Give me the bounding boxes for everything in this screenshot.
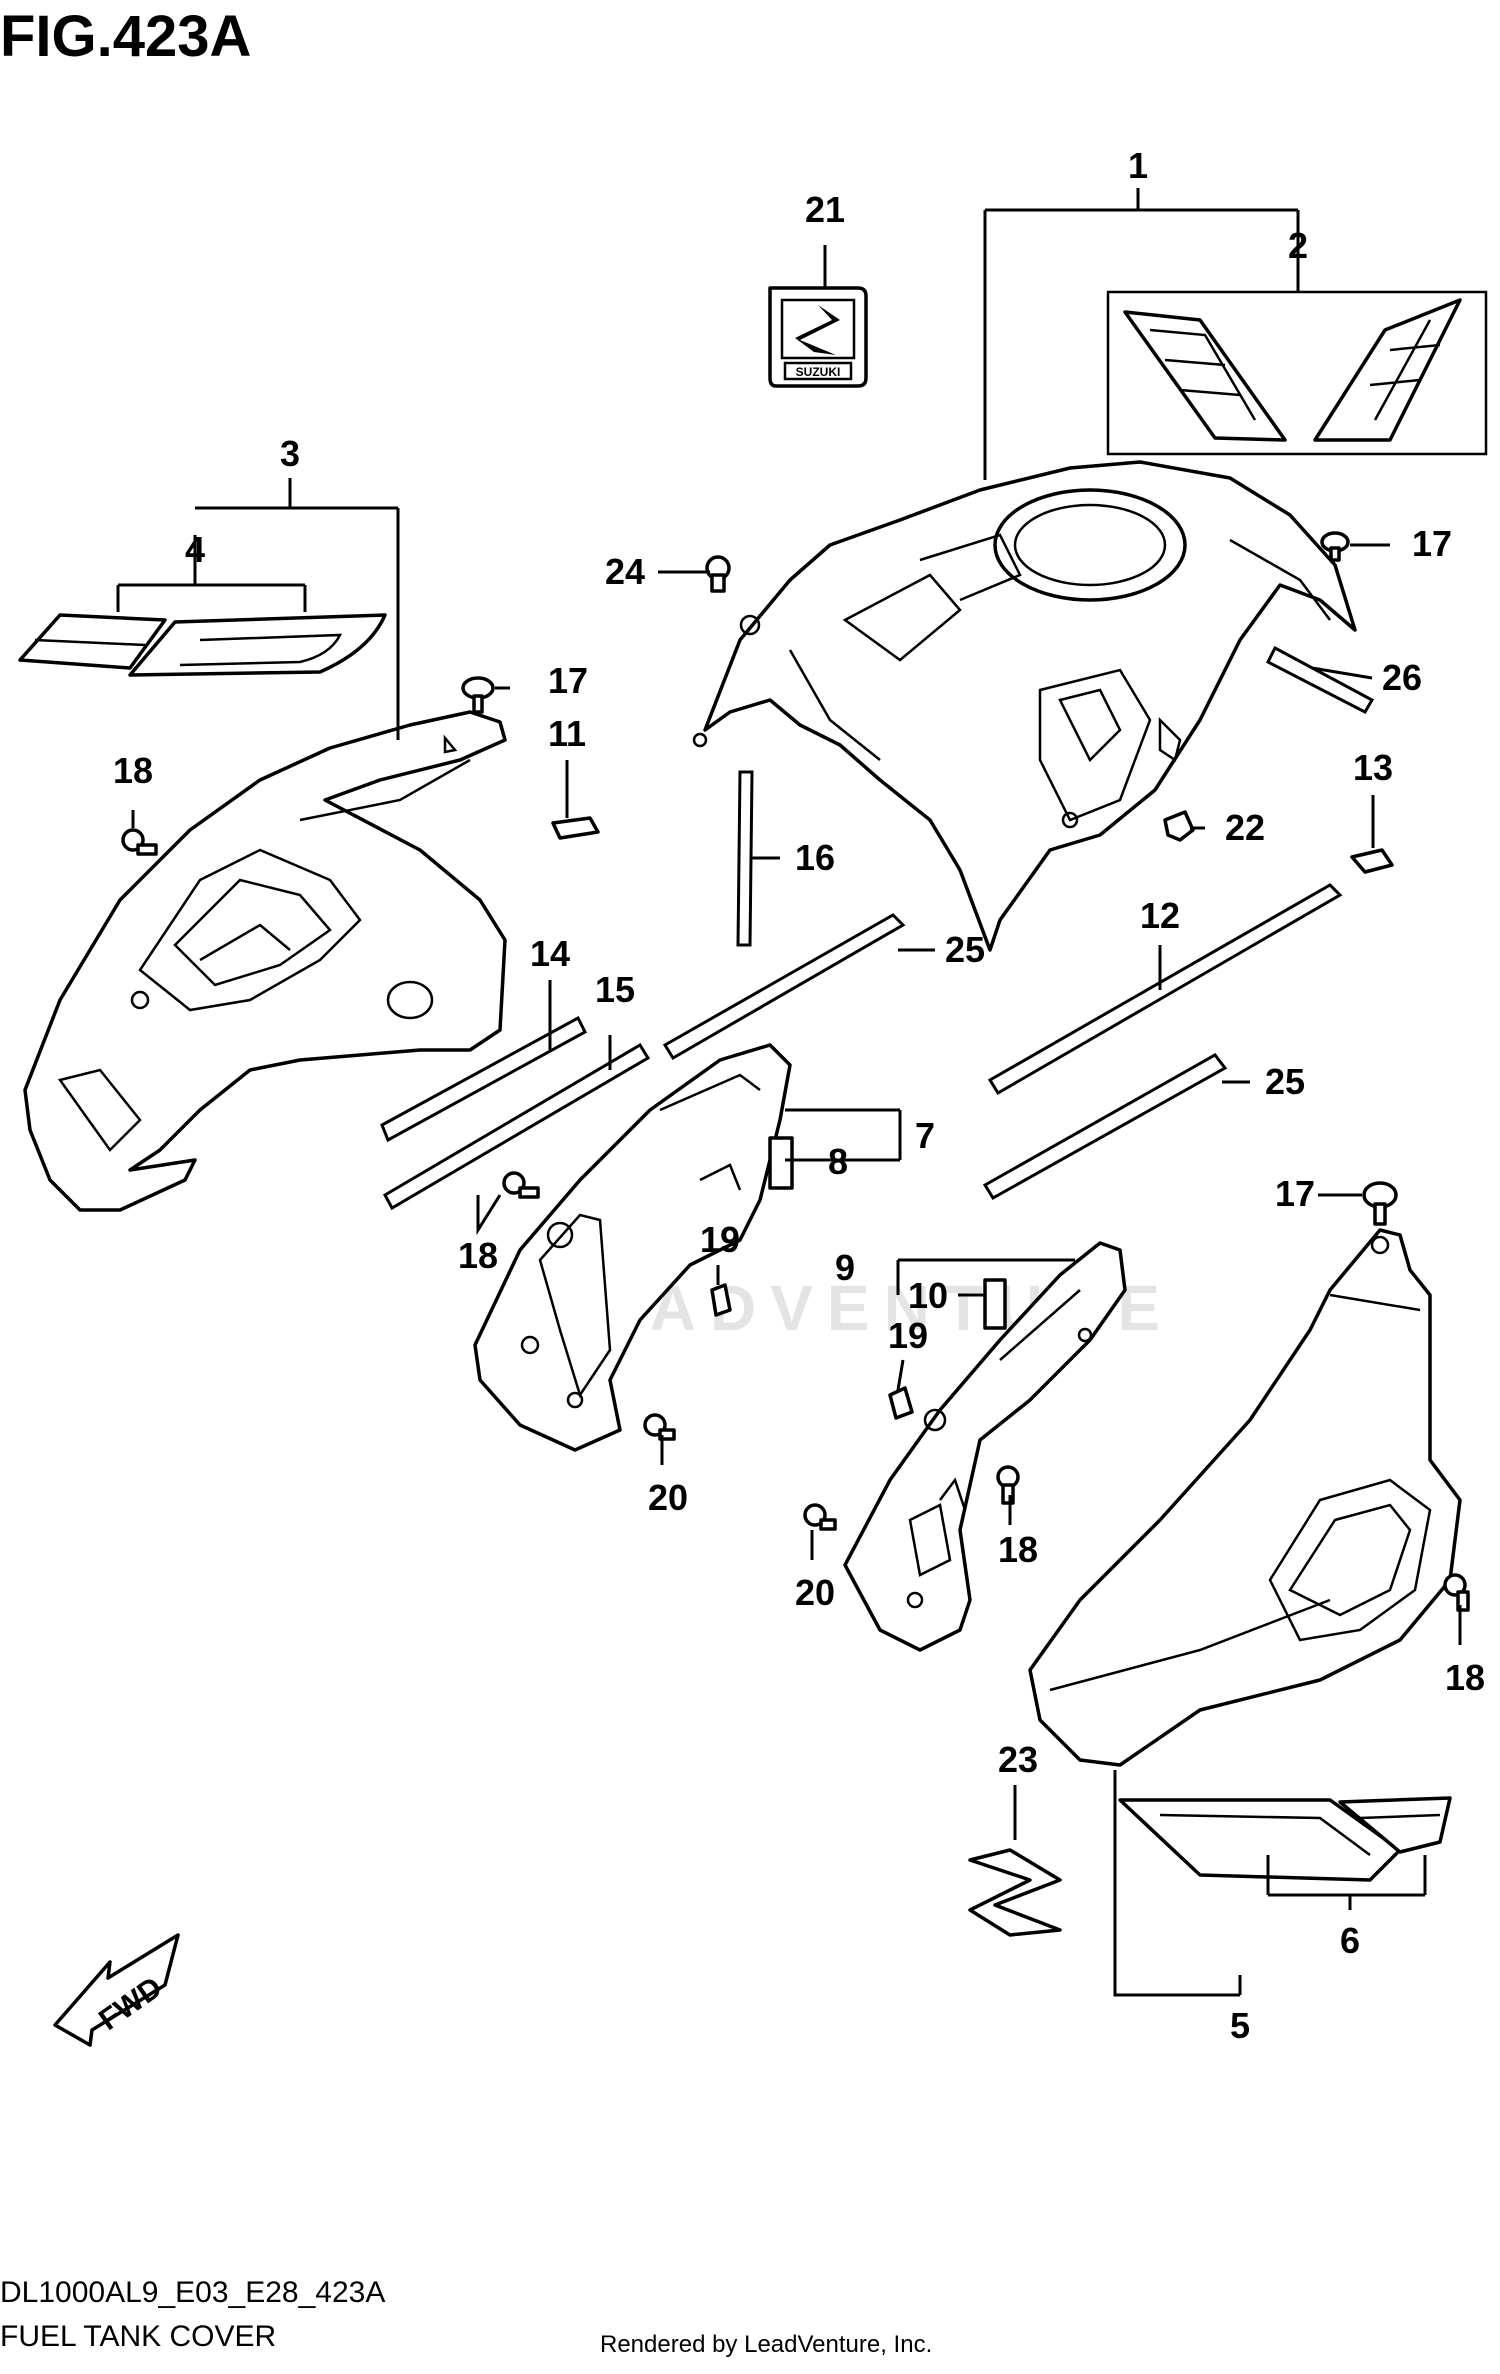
callout-12: 12 bbox=[1140, 895, 1180, 936]
callout-9: 9 bbox=[835, 1247, 855, 1288]
part-5-right-cover[interactable] bbox=[1028, 1228, 1462, 1767]
part-19a-nut[interactable] bbox=[710, 1283, 732, 1317]
part-4-left-stickers[interactable] bbox=[18, 613, 387, 677]
callout-25-lower: 25 bbox=[1265, 1061, 1305, 1102]
callout-25-upper: 25 bbox=[945, 929, 985, 970]
part-23-s-emblem[interactable] bbox=[968, 1848, 1062, 1937]
model-code: DL1000AL9_E03_E28_423A bbox=[0, 2276, 385, 2309]
part-24-clip[interactable] bbox=[705, 555, 731, 593]
part-2-tank-stickers[interactable] bbox=[1106, 290, 1488, 456]
part-10-pad[interactable] bbox=[983, 1278, 1007, 1330]
part-19b-nut[interactable] bbox=[888, 1386, 914, 1420]
callout-8: 8 bbox=[828, 1141, 848, 1182]
part-12-strip[interactable] bbox=[987, 883, 1343, 1096]
part-18a-bolt[interactable] bbox=[121, 828, 158, 856]
callout-23: 23 bbox=[998, 1739, 1038, 1780]
callout-18-lower: 18 bbox=[998, 1529, 1038, 1570]
part-17a-screw[interactable] bbox=[461, 676, 495, 714]
callout-22: 22 bbox=[1225, 807, 1265, 848]
callout-18-left: 18 bbox=[113, 750, 153, 791]
callout-18-center: 18 bbox=[458, 1235, 498, 1276]
part-13-pad[interactable] bbox=[1350, 848, 1394, 874]
part-17c-screw[interactable] bbox=[1362, 1181, 1398, 1226]
part-17b-screw[interactable] bbox=[1320, 531, 1350, 562]
callout-18-right: 18 bbox=[1445, 1657, 1485, 1698]
part-26-strip[interactable] bbox=[1265, 645, 1375, 714]
callout-1: 1 bbox=[1128, 145, 1148, 186]
part-8-pad[interactable] bbox=[768, 1136, 794, 1190]
part-18c-bolt[interactable] bbox=[996, 1465, 1020, 1505]
part-3-left-cover[interactable] bbox=[23, 710, 507, 1212]
callout-17-left: 17 bbox=[548, 660, 588, 701]
callout-5: 5 bbox=[1230, 2005, 1250, 2046]
callout-10: 10 bbox=[908, 1275, 948, 1316]
callout-19-left: 19 bbox=[700, 1219, 740, 1260]
callout-3: 3 bbox=[280, 433, 300, 474]
callout-4: 4 bbox=[185, 529, 205, 570]
callout-7: 7 bbox=[915, 1115, 935, 1156]
part-16-strip[interactable] bbox=[736, 770, 754, 947]
callout-19-right: 19 bbox=[888, 1315, 928, 1356]
leader-lines bbox=[116, 188, 1462, 1997]
part-20b-bolt[interactable] bbox=[803, 1503, 837, 1531]
part-9-right-inner-panel[interactable] bbox=[843, 1241, 1127, 1652]
rendered-by: Rendered by LeadVenture, Inc. bbox=[600, 2331, 932, 2358]
fwd-arrow-icon: FWD bbox=[53, 1933, 180, 2047]
callout-21: 21 bbox=[805, 189, 845, 230]
callout-17-right: 17 bbox=[1275, 1173, 1315, 1214]
part-18d-bolt[interactable] bbox=[1443, 1573, 1470, 1612]
callout-24: 24 bbox=[605, 551, 645, 592]
part-18b-bolt[interactable] bbox=[502, 1171, 540, 1199]
callout-17-top-right: 17 bbox=[1412, 523, 1452, 564]
part-15-strip[interactable] bbox=[382, 1042, 651, 1211]
callout-6: 6 bbox=[1340, 1920, 1360, 1961]
callout-26: 26 bbox=[1382, 657, 1422, 698]
callout-20-right: 20 bbox=[795, 1572, 835, 1613]
part-14-strip[interactable] bbox=[380, 1015, 587, 1143]
callout-13: 13 bbox=[1353, 747, 1393, 788]
part-21-suzuki-emblem[interactable]: SUZUKI bbox=[768, 286, 868, 388]
callout-16: 16 bbox=[795, 837, 835, 878]
part-22-clip[interactable] bbox=[1163, 810, 1195, 842]
callout-15: 15 bbox=[595, 969, 635, 1010]
callout-14: 14 bbox=[530, 933, 570, 974]
section-name: FUEL TANK COVER bbox=[0, 2320, 276, 2353]
callout-11: 11 bbox=[548, 713, 586, 754]
part-1-tank-cover[interactable] bbox=[692, 460, 1357, 952]
callout-2: 2 bbox=[1288, 225, 1308, 266]
part-25a-strip[interactable] bbox=[662, 913, 906, 1061]
callout-20-left: 20 bbox=[648, 1477, 688, 1518]
part-20a-bolt[interactable] bbox=[643, 1413, 676, 1441]
part-7-left-inner-panel[interactable] bbox=[473, 1043, 792, 1452]
part-25b-strip[interactable] bbox=[982, 1053, 1228, 1201]
emblem-text: SUZUKI bbox=[796, 365, 841, 379]
figure-title: FIG.423A bbox=[0, 4, 251, 69]
part-11-pad[interactable] bbox=[551, 816, 600, 840]
part-6-right-stickers[interactable] bbox=[1118, 1796, 1452, 1882]
